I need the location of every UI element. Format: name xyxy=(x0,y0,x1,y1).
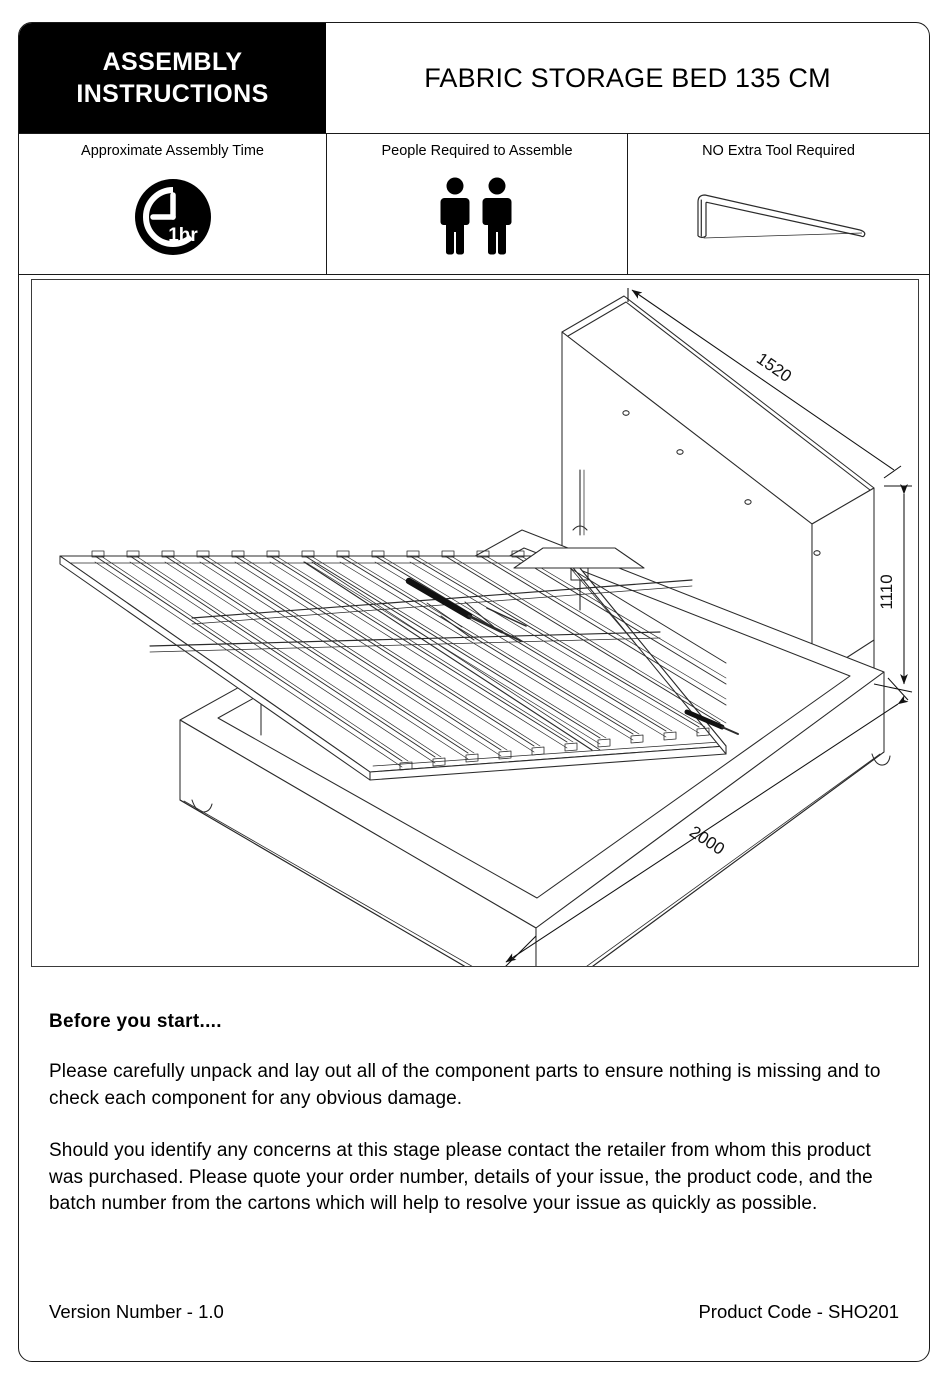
dimension-1520: 1520 xyxy=(753,349,795,386)
clock-hour-value: 1hr xyxy=(168,225,198,246)
badge-line-2: INSTRUCTIONS xyxy=(76,80,269,108)
assembly-time-cell: Approximate Assembly Time 1hr xyxy=(19,134,326,274)
title-row: ASSEMBLY INSTRUCTIONS FABRIC STORAGE BED… xyxy=(19,23,929,133)
info-row: Approximate Assembly Time 1hr People Req… xyxy=(19,134,929,274)
before-you-start-heading: Before you start.... xyxy=(49,1011,222,1032)
footer: Version Number - 1.0 Product Code - SHO2… xyxy=(49,1301,899,1323)
paragraph-unpack: Please carefully unpack and lay out all … xyxy=(49,1061,881,1109)
instruction-sheet: ASSEMBLY INSTRUCTIONS FABRIC STORAGE BED… xyxy=(18,22,930,1362)
hex-key-icon xyxy=(628,159,929,274)
people-required-cell: People Required to Assemble xyxy=(326,134,628,274)
badge-line-1: ASSEMBLY xyxy=(102,48,243,76)
product-title: FABRIC STORAGE BED 135 CM xyxy=(424,62,831,93)
clock-icon: 1hr xyxy=(19,159,326,274)
assembly-time-label: Approximate Assembly Time xyxy=(81,143,264,159)
no-extra-tool-label: NO Extra Tool Required xyxy=(702,143,855,159)
title-divider xyxy=(19,133,929,134)
assembly-instructions-badge: ASSEMBLY INSTRUCTIONS xyxy=(19,23,326,133)
before-you-start-section: Before you start.... Please carefully un… xyxy=(49,1011,899,1218)
no-extra-tool-cell: NO Extra Tool Required xyxy=(628,134,929,274)
product-code: Product Code - SHO201 xyxy=(698,1301,899,1322)
info-row-divider xyxy=(19,274,929,275)
two-people-icon xyxy=(327,159,627,274)
version-number: Version Number - 1.0 xyxy=(49,1301,224,1322)
paragraph-concerns: Should you identify any concerns at this… xyxy=(49,1140,873,1215)
product-diagram: 1520 1110 2000 xyxy=(31,279,919,967)
dimension-1110: 1110 xyxy=(877,574,896,609)
people-required-label: People Required to Assemble xyxy=(381,143,573,159)
